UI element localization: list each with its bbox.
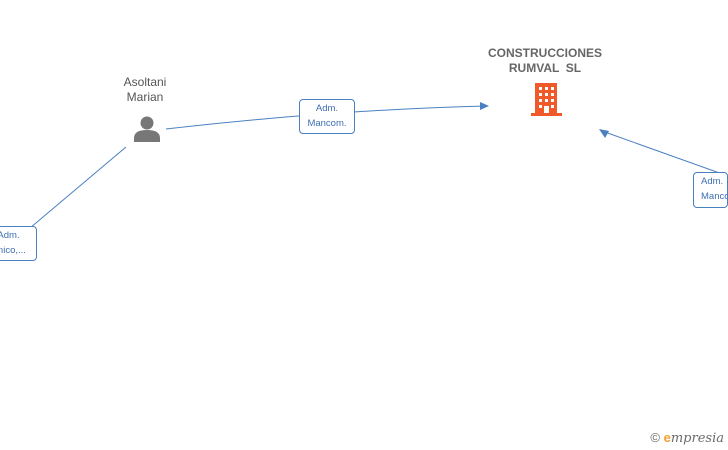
person-name-line1: Asoltani: [123, 75, 167, 89]
edge-left-offscreen: [29, 146, 127, 229]
arrowhead-right-company: [599, 129, 609, 138]
company-name[interactable]: CONSTRUCCIONES RUMVAL SL: [470, 46, 620, 76]
copyright-symbol: ©: [650, 430, 660, 445]
edge-label-left[interactable]: Adm. Unico,...: [0, 226, 37, 261]
company-name-line1: CONSTRUCCIONES: [487, 46, 602, 60]
edge-label-line2: Mancom.: [701, 191, 727, 202]
edge-label-right[interactable]: Adm. Mancom.: [693, 172, 728, 208]
brand-name: mpresia: [670, 431, 724, 446]
person-name-line2: Marian: [126, 90, 164, 104]
edge-label-line1: Adm.: [315, 103, 339, 114]
edge-label-line2: Unico,...: [0, 245, 26, 256]
building-icon[interactable]: [531, 83, 562, 116]
person-name[interactable]: Asoltani Marian: [100, 75, 190, 105]
brand-initial: e: [663, 430, 671, 445]
arrowhead-person-company: [480, 102, 489, 110]
edge-label-line1: Adm.: [701, 176, 724, 187]
edge-right-offscreen: [601, 130, 728, 177]
edge-label-line2: Mancom.: [307, 118, 347, 129]
company-name-line2: RUMVAL SL: [508, 61, 582, 75]
person-icon[interactable]: [134, 116, 160, 143]
edge-label-person-company[interactable]: Adm. Mancom.: [299, 99, 355, 134]
edge-label-line1: Adm.: [0, 230, 20, 241]
empresia-logo[interactable]: © empresia: [650, 430, 724, 446]
